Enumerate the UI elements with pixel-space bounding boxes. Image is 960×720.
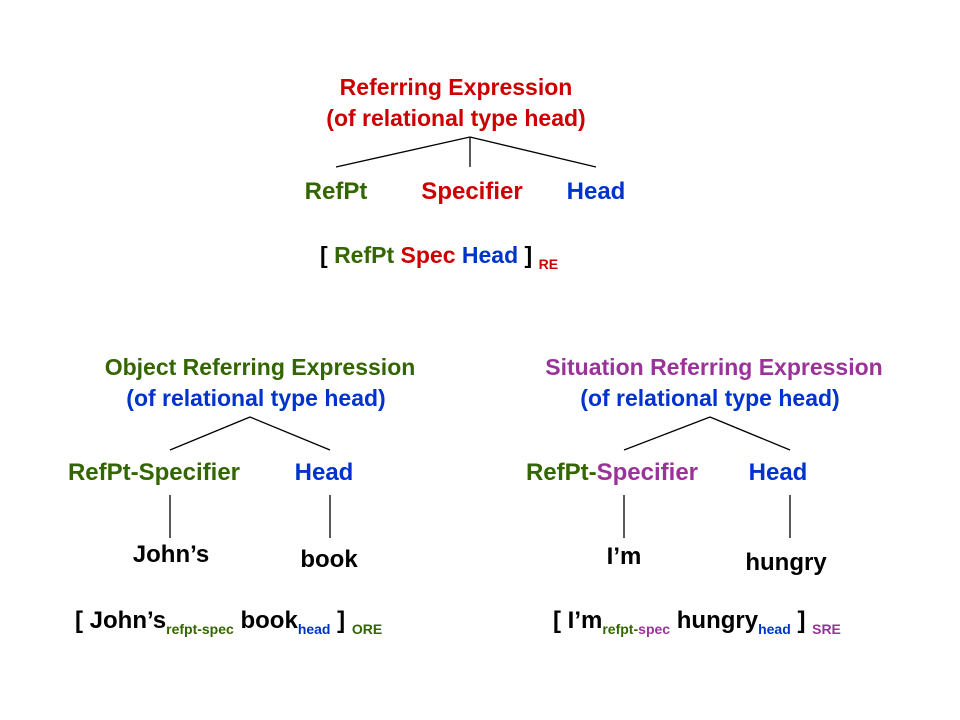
top-node-head: Head [566,178,626,205]
situation-node-head: Head [748,459,808,486]
node-refpt: RefPt [525,459,589,486]
bracket-refpt: RefPt [334,242,395,268]
situation-node-refpt-specifier: RefPt-Specifier [526,461,698,485]
situation-title: Situation Referring Expression [545,354,883,380]
top-node-refpt: RefPt [304,178,368,205]
object-branch-left [169,416,251,451]
object-subtitle: (of relational type head) [126,385,386,411]
top-bracket-expression: [ RefPt Spec Head ] RE [320,242,558,272]
bracket-close: ] [797,607,806,634]
object-leaf-book: book [300,546,358,573]
bracket-spec: Spec [400,242,456,268]
object-branch-right [249,416,331,451]
bracket-word1: John’s [89,607,167,634]
situation-branch-left [623,416,711,451]
bracket-head: Head [461,242,519,268]
bracket-open: [ [320,242,328,268]
bracket-open: [ [553,607,561,634]
bracket-sub1-spec: spec [638,621,671,637]
situation-leaf-hungry: hungry [745,549,827,576]
situation-branch-right [709,416,791,451]
object-node-refpt-specifier: RefPt-Specifier [67,459,241,486]
bracket-close: ] [524,242,533,268]
situation-leaf-im: I’m [606,543,642,570]
bracket-tag: RE [538,256,559,272]
object-bracket-expression: [ John’srefpt-spec bookhead ] ORE [75,607,382,637]
top-node-specifier: Specifier [421,178,523,205]
situation-subtitle: (of relational type head) [580,385,840,411]
bracket-tag: SRE [812,621,841,637]
node-hyphen: - [588,459,597,486]
bracket-sub2: head [758,621,791,637]
object-title: Object Referring Expression [104,354,416,380]
bracket-tag: ORE [351,621,383,637]
bracket-word1: I’m [567,607,603,634]
object-leaf-johns: John’s [132,541,210,568]
bracket-word2: book [240,607,298,634]
bracket-open: [ [75,607,83,634]
bracket-sub1-refpt: refpt [602,621,634,637]
bracket-close: ] [337,607,346,634]
bracket-word2: hungry [676,607,759,634]
bracket-sub1: refpt-spec [166,621,234,637]
object-node-head: Head [294,459,354,486]
bracket-sub1: refpt-spec [602,621,670,637]
node-specifier: Specifier [596,459,699,486]
top-branch-left [335,136,471,168]
bracket-sub1-dash: - [633,621,639,637]
top-branch-right [469,136,597,168]
top-title: Referring Expression [339,74,573,100]
situation-bracket-expression: [ I’mrefpt-spec hungryhead ] SRE [553,607,841,637]
bracket-sub2: head [297,621,331,637]
top-subtitle: (of relational type head) [326,105,586,131]
